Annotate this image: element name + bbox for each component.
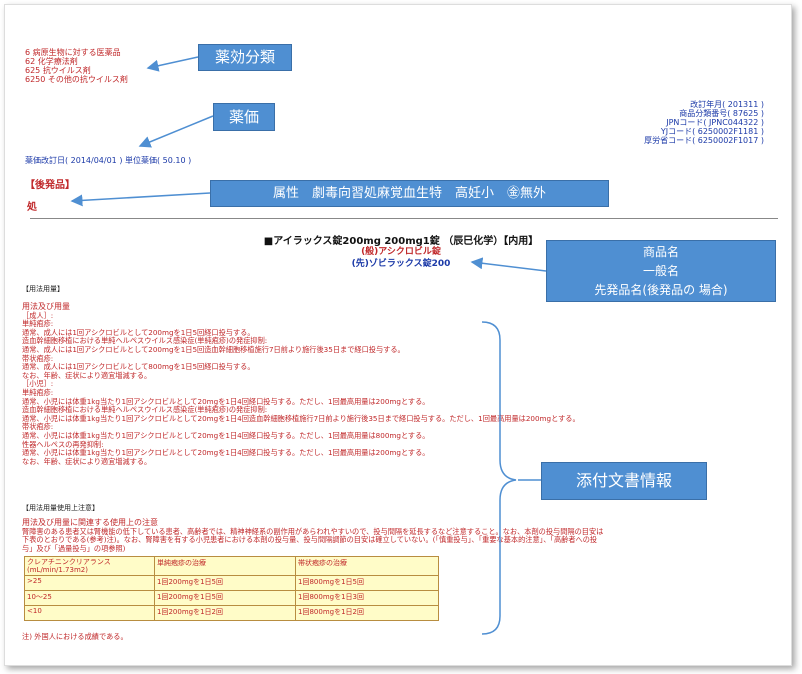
table-cell: 1回800mgを1日2回 — [295, 605, 439, 621]
brace-package-insert — [481, 321, 517, 635]
product-title: ■アイラックス錠200mg 200mg1錠 （辰巳化学）【内用】 — [263, 236, 539, 247]
classification-line: 62 化学療法剤 — [25, 57, 78, 66]
callout-names-line: 一般名 — [642, 264, 679, 278]
usage-line: 通常、小児には体重1kg当たり1回アシクロビルとして20mgを1日4回造血幹細胞… — [22, 413, 580, 423]
precautions-text: 用法及び用量に関連する使用上の注意 腎障害のある患者又は腎機能の低下している患者… — [22, 518, 604, 553]
callout-efficacy: 薬効分類 — [198, 44, 292, 71]
precautions-section-label: 【用法用量使用上注意】 — [22, 504, 99, 512]
arrow-price — [138, 115, 214, 148]
mhlw-code: 厚労省コード( 6250002F1017 ) — [644, 136, 764, 145]
arrow-efficacy — [146, 56, 199, 72]
usage-line: 通常、成人には1回アシクロビルとして200mgを1日5回造血幹細胞移植施行7日前… — [22, 344, 405, 354]
usage-section-label: 【用法用量】 — [22, 285, 64, 293]
usage-line: 通常、小児には体重1kg当たり1回アシクロビルとして20mgを1日4回経口投与す… — [22, 430, 430, 440]
table-row: <10 1回200mgを1日2回 1回800mgを1日2回 — [24, 605, 439, 621]
usage-line: 通常、成人には1回アシクロビルとして200mgを1日5回経口投与する。 — [22, 327, 255, 337]
usage-text: 用法及び用量 ［成人］: 単純疱疹: 通常、成人には1回アシクロビルとして200… — [22, 302, 580, 466]
revision-date: 改訂年月( 201311 ) — [690, 100, 764, 109]
classification-block: 6 病原生物に対する医薬品 62 化学療法剤 625 抗ウイルス剤 6250 そ… — [25, 48, 128, 84]
usage-line: 帯状疱疹: — [22, 422, 54, 432]
attribute-mark: 処 — [27, 202, 37, 213]
usage-line: 造血幹細胞移植における単純ヘルペスウイルス感染症(単純疱疹)の発症抑制: — [22, 336, 268, 346]
usage-line: 単純疱疹: — [22, 387, 54, 397]
usage-line: ［小児］: — [22, 379, 54, 389]
precautions-line: 下表のとおりである(参考)注)。なお、腎障害を有する小児患者における本剤の投与量… — [22, 535, 598, 545]
usage-line: 造血幹細胞移植における単純ヘルペスウイルス感染症(単純疱疹)の発症抑制: — [22, 405, 268, 415]
dosage-table: クレアチニンクリアランス (mL/min/1.73m2) 単純疱疹の治療 帯状疱… — [24, 556, 439, 621]
usage-line: なお、年齢、症状により適宜増減する。 — [22, 456, 152, 466]
generic-label: 【後発品】 — [25, 180, 75, 191]
callout-names: 商品名 一般名 先発品名(後発品の 場合) — [546, 240, 776, 302]
precautions-line: 与」及び「過量投与」の項参照) — [22, 543, 126, 553]
document-frame — [4, 4, 792, 666]
usage-line: 通常、小児には体重1kg当たり1回アシクロビルとして20mgを1日4回経口投与す… — [22, 448, 430, 458]
usage-line: 通常、小児には体重1kg当たり1回アシクロビルとして20mgを1日4回経口投与す… — [22, 396, 430, 406]
divider — [30, 218, 778, 219]
original-product-name: (先)ゾビラックス錠200 — [351, 259, 451, 269]
table-footnote: 注) 外国人における成績である。 — [22, 632, 128, 641]
usage-line: ［成人］: — [22, 310, 54, 320]
callout-names-line: 商品名 — [642, 245, 679, 259]
price-info: 薬価改訂日( 2014/04/01 ) 単位薬価( 50.10 ) — [25, 156, 192, 165]
table-cell: 1回200mgを1日2回 — [154, 605, 296, 621]
codes-block: 改訂年月( 201311 ) 商品分類番号( 87625 ) JPNコード( J… — [644, 100, 764, 145]
callout-names-line: 先発品名(後発品の 場合) — [594, 283, 728, 297]
yj-code: YJコード( 6250002F1181 ) — [660, 127, 764, 136]
usage-line: 帯状疱疹: — [22, 353, 54, 363]
usage-line: なお、年齢、症状により適宜増減する。 — [22, 370, 152, 380]
callout-attributes: 属性 劇毒向習処麻覚血生特 高妊小 ㊎無外 — [210, 180, 609, 207]
usage-line: 単純疱疹: — [22, 319, 54, 329]
precautions-line: 用法及び用量に関連する使用上の注意 — [22, 518, 158, 527]
classification-line: 6250 その他の抗ウイルス剤 — [25, 75, 128, 84]
arrow-names — [470, 257, 547, 272]
generic-name: (般)アシクロビル錠 — [361, 247, 441, 257]
usage-line: 用法及び用量 — [22, 302, 70, 311]
precautions-line: 腎障害のある患者又は腎機能の低下している患者、高齢者では、精神神経系の副作用があ… — [22, 526, 604, 536]
jpn-code: JPNコード( JPNC044322 ) — [666, 118, 764, 127]
table-row: 10〜25 1回200mgを1日5回 1回800mgを1日3回 — [24, 590, 439, 606]
arrow-attributes — [70, 192, 211, 207]
callout-package-insert: 添付文書情報 — [541, 462, 707, 500]
classification-line: 625 抗ウイルス剤 — [25, 66, 91, 75]
classification-line: 6 病原生物に対する医薬品 — [25, 48, 121, 57]
callout-price: 薬価 — [213, 103, 275, 131]
product-class-number: 商品分類番号( 87625 ) — [679, 109, 764, 118]
usage-line: 性器ヘルペスの再発抑制: — [22, 439, 104, 449]
usage-line: 通常、成人には1回アシクロビルとして800mgを1日5回経口投与する。 — [22, 362, 255, 372]
